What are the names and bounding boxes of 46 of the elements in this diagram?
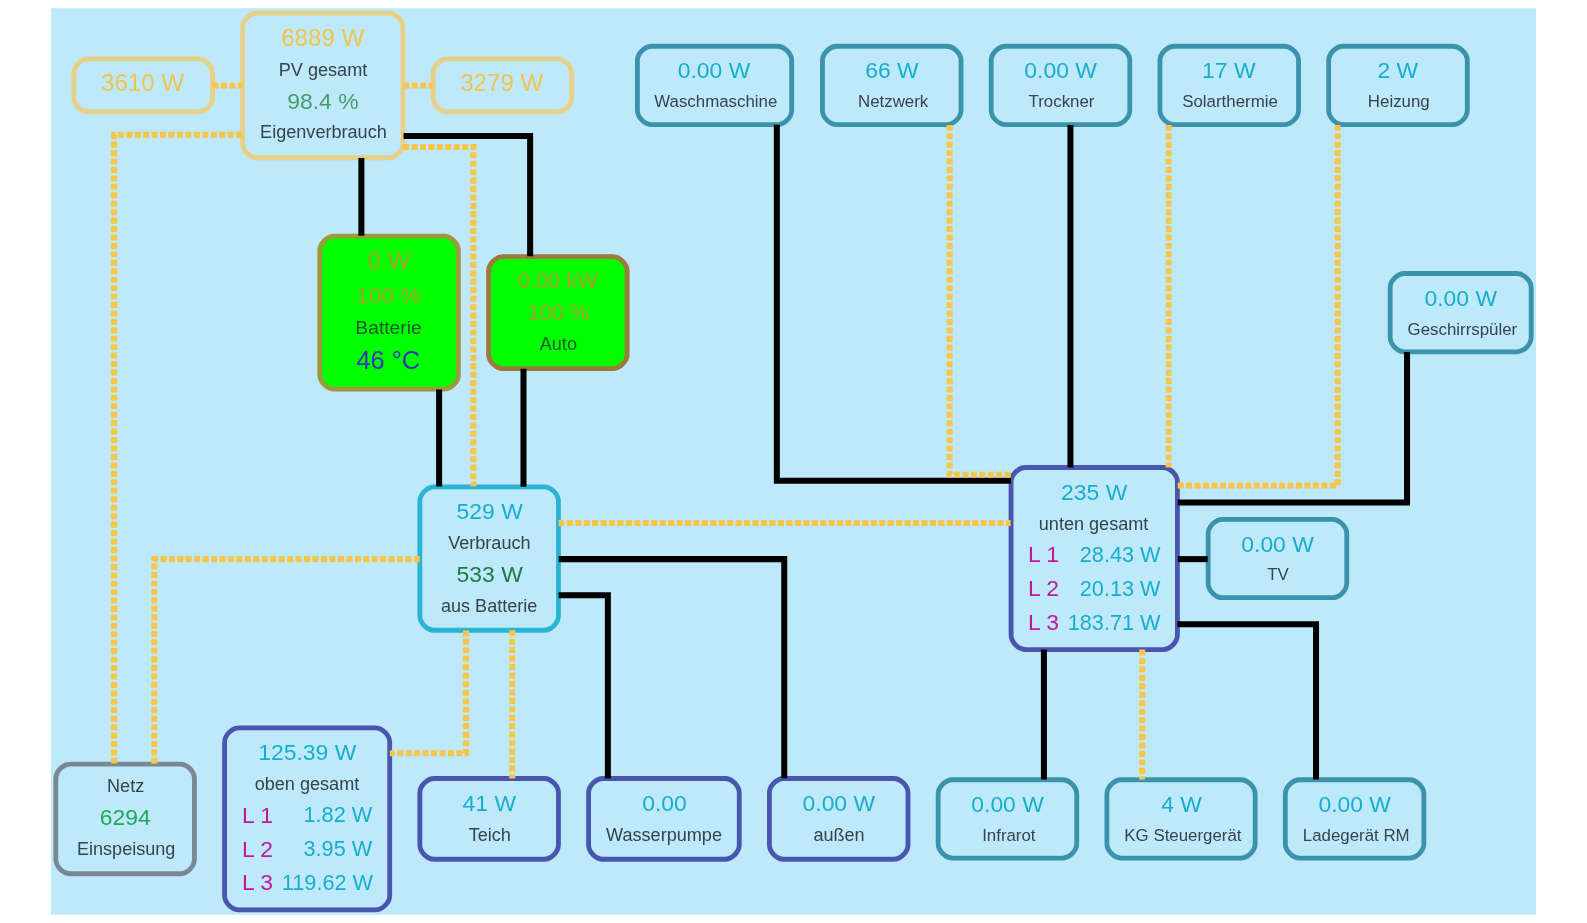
connector	[212, 82, 243, 89]
node-box: 0.00 kW 100 % Auto	[486, 254, 630, 372]
node-box: 0.00 W Infrarot	[935, 777, 1080, 861]
node-box: 0.00 Wasserpumpe	[586, 776, 742, 862]
connector	[1139, 649, 1146, 780]
connector	[1040, 649, 1047, 780]
node-box: 2 W Heizung	[1326, 43, 1470, 127]
node-box: 125.39 W oben gesamt L 1 1.82 W L 2 3.95 W L 3 119.62 W	[222, 725, 393, 913]
connector	[520, 368, 527, 487]
node-box: Netz 6294 Einspeisung	[53, 761, 197, 877]
node-box: 235 W unten gesamt L 1 28.43 W L 2 20.13 W L 3 183.71 W	[1008, 465, 1180, 652]
connector	[358, 157, 365, 236]
connector	[1177, 556, 1208, 563]
connector	[558, 592, 611, 779]
connector	[773, 124, 1011, 484]
node-box: 3610 W	[71, 56, 215, 115]
connector	[558, 519, 1011, 526]
node-box: 0.00 W außen	[767, 776, 911, 862]
connector	[151, 556, 420, 764]
connector	[436, 389, 443, 487]
node-box: 0.00 W TV	[1205, 516, 1350, 601]
connector	[1165, 124, 1172, 468]
connector	[111, 131, 243, 764]
node-box: 66 W Netzwerk	[820, 43, 964, 127]
node-box: 17 W Solarthermie	[1157, 43, 1301, 127]
connector	[1177, 124, 1341, 489]
connector	[403, 82, 433, 89]
connector	[946, 124, 1011, 478]
node-box: 3279 W	[430, 56, 575, 115]
node-box: 0.00 W Ladegerät RM	[1282, 777, 1427, 861]
connector	[403, 143, 477, 487]
node-box: 6889 W PV gesamt 98.4 % Eigenverbrauch	[240, 10, 406, 161]
node-box: 0.00 W Trockner	[988, 43, 1133, 127]
node-box: 41 W Teich	[417, 776, 561, 862]
connector	[389, 630, 470, 757]
node-box: 0 W 100 % Batterie 46 °C	[317, 233, 461, 392]
connector	[403, 133, 534, 257]
connector	[1067, 124, 1074, 468]
connector	[558, 556, 788, 779]
node-box: 0.00 W Geschirrspüler	[1387, 271, 1534, 355]
connector	[1177, 351, 1411, 506]
node-box: 529 W Verbrauch 533 W aus Batterie	[417, 484, 561, 633]
node-box: 4 W KG Steuergerät	[1104, 777, 1258, 861]
connector	[1177, 621, 1320, 780]
connector	[509, 630, 516, 779]
node-box: 0.00 W Waschmaschine	[635, 43, 795, 127]
